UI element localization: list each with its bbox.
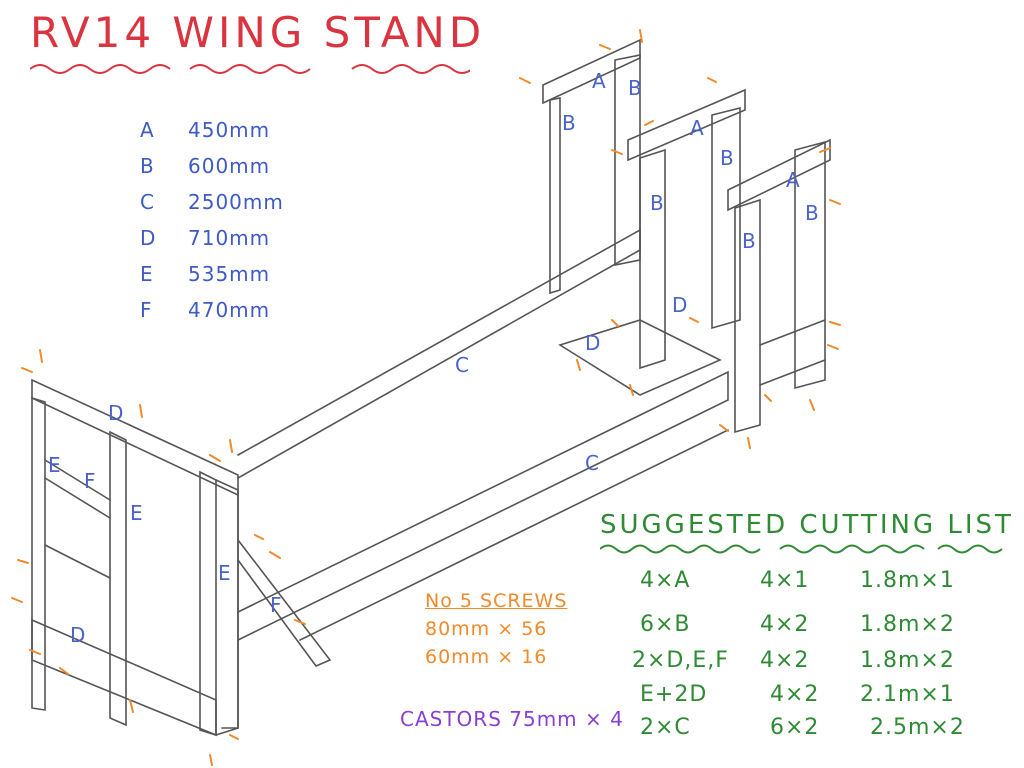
dimension-length: 600mm — [188, 154, 271, 178]
front-edge — [221, 494, 239, 729]
part-label-b: B — [805, 201, 819, 225]
cutting-qty: 4×A — [640, 568, 691, 593]
screws-note: No 5 SCREWS 80mm × 56 60mm × 16 — [425, 590, 567, 674]
upper-long-rail-c — [237, 228, 641, 479]
part-label-c: C — [585, 451, 599, 475]
part-label-a: A — [786, 168, 800, 192]
front-mid-post-e — [109, 430, 127, 727]
rear-top-rail-a — [727, 138, 831, 212]
screw-item: 60mm × 16 — [425, 646, 548, 668]
part-label-f: F — [270, 593, 282, 617]
mid-post-b-2 — [711, 106, 741, 330]
rear-post-b-1 — [734, 198, 761, 434]
part-label-d: D — [70, 623, 85, 647]
cutting-stock: 1.8m×2 — [860, 648, 955, 673]
cutting-qty: 2×C — [640, 715, 691, 740]
cutting-section: 4×2 — [770, 682, 820, 707]
part-label-b: B — [650, 191, 664, 215]
lower-rail-edge — [299, 429, 729, 641]
front-diagonal-brace-f — [237, 539, 332, 667]
dimension-length: 2500mm — [188, 190, 284, 214]
dimension-part: A — [140, 118, 155, 142]
cutting-list-underline — [600, 544, 1003, 554]
cutting-qty: 2×D,E,F — [632, 648, 729, 673]
part-label-e: E — [48, 453, 61, 477]
back-cross-rail-d — [558, 319, 722, 396]
dimension-length: 535mm — [188, 262, 271, 286]
cutting-qty: 6×B — [640, 612, 691, 637]
cutting-section: 4×2 — [760, 612, 810, 637]
part-label-b: B — [720, 146, 734, 170]
frame-lines — [31, 38, 831, 737]
dimension-part: B — [140, 154, 155, 178]
dimension-part: C — [140, 190, 155, 214]
dimension-length: 710mm — [188, 226, 271, 250]
lower-long-rail-c — [237, 370, 729, 641]
cutting-stock: 1.8m×1 — [860, 568, 955, 593]
mid-post-b-1 — [639, 148, 666, 370]
part-label-d: D — [108, 401, 123, 425]
cutting-stock: 1.8m×2 — [860, 612, 955, 637]
screw-marks — [11, 29, 841, 766]
cutting-section: 4×1 — [760, 568, 810, 593]
rear-post-b-2 — [794, 140, 826, 390]
dimension-length: 450mm — [188, 118, 271, 142]
cutting-section: 4×2 — [760, 648, 810, 673]
part-label-b: B — [628, 76, 642, 100]
front-left-post — [31, 396, 46, 711]
dimension-length: 470mm — [188, 298, 271, 322]
screw-item: 80mm × 56 — [425, 618, 548, 640]
part-label-d: D — [672, 293, 687, 317]
castors-note: CASTORS 75mm × 4 — [400, 707, 624, 731]
cutting-stock: 2.5m×2 — [870, 715, 965, 740]
cutting-list-title: SUGGESTED CUTTING LIST — [600, 510, 1014, 540]
part-label-e: E — [218, 561, 231, 585]
title-underline — [30, 64, 470, 74]
front-right-post-e — [199, 470, 217, 737]
mid-top-rail-a — [627, 88, 746, 162]
front-bottom-rail-d — [31, 618, 217, 737]
part-label-a: A — [690, 116, 704, 140]
back-post-b-1 — [549, 97, 561, 295]
part-label-b: B — [742, 229, 756, 253]
dimension-part: D — [140, 226, 157, 250]
part-label-b: B — [562, 111, 576, 135]
part-label-a: A — [592, 69, 606, 93]
front-inner-rail — [44, 544, 111, 579]
front-brace-f — [44, 459, 111, 519]
cutting-stock: 2.1m×1 — [860, 682, 955, 707]
cutting-section: 6×2 — [770, 715, 820, 740]
part-label-c: C — [455, 353, 469, 377]
part-label-f: F — [84, 469, 96, 493]
screws-title: No 5 SCREWS — [425, 590, 568, 612]
dimension-part: E — [140, 262, 154, 286]
front-right-post-side — [215, 479, 239, 736]
part-label-d: D — [585, 331, 600, 355]
rear-base-rail — [759, 319, 826, 386]
dimension-part: F — [140, 298, 153, 322]
cutting-qty: E+2D — [640, 682, 708, 707]
part-label-e: E — [130, 501, 143, 525]
diagram-title: RV14 WING STAND — [30, 8, 486, 57]
front-top-rail-d — [31, 378, 239, 497]
